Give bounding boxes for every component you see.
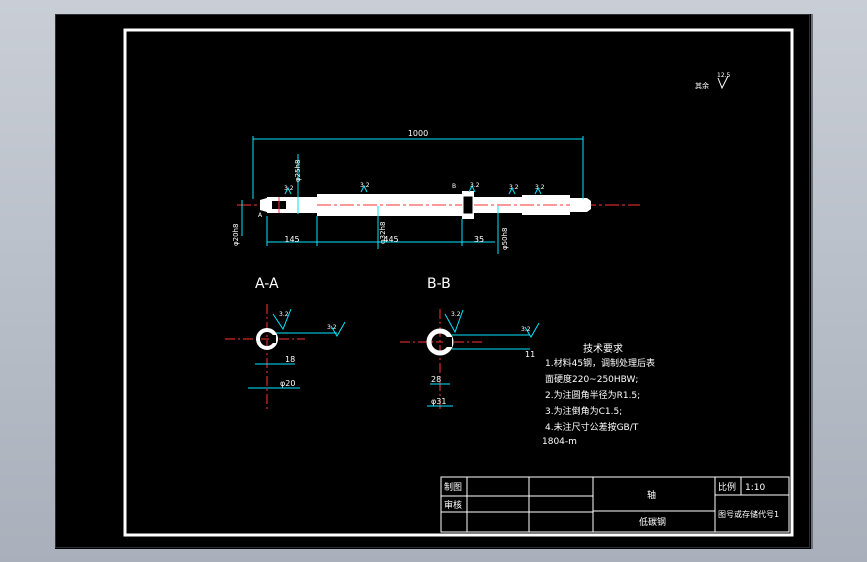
tech-line: 3.为注倒角为C1.5;: [545, 405, 622, 417]
section-mark-b: B: [452, 183, 456, 190]
roughness-value: 3.2: [284, 185, 294, 192]
dim-aa-18-text: 18: [285, 355, 295, 364]
surface-finish-note: 其余 12.5: [695, 72, 731, 90]
roughness-icon: [534, 186, 542, 195]
tb-part-name: 轴: [647, 489, 656, 501]
dim-bb-28-text: 28: [431, 375, 441, 384]
cad-drawing: 其余 12.5 1000 φ25h8 φ20h8 φ: [55, 14, 810, 548]
tb-checked-label: 审核: [444, 499, 462, 511]
dim-overall-text: 1000: [408, 129, 428, 138]
surface-finish-value: 12.5: [717, 72, 731, 79]
dim-d25-text: φ25h8: [294, 160, 302, 182]
section-bb-keyway: [443, 337, 452, 347]
dim-445-text: 445: [383, 235, 398, 244]
dim-bb-31-text: φ31: [431, 397, 446, 406]
roughness-symbol-icon: [717, 75, 729, 90]
tech-line: 1804-m: [542, 437, 577, 447]
dim-d32-text: φ32h8: [379, 222, 387, 244]
section-aa-title: A-A: [255, 276, 279, 292]
section-bb-roughness-value: 3.2: [451, 311, 461, 318]
tech-line: 面硬度220~250HBW;: [545, 373, 638, 385]
tech-line: 1.材料45钢，调制处理后表: [545, 357, 655, 369]
dim-145-text: 145: [284, 235, 299, 244]
dim-aa-20-text: φ20: [280, 379, 295, 388]
shaft-left-end: [260, 198, 267, 212]
roughness-icon: [284, 186, 292, 195]
section-bb-roughness-value-2: 3.2: [521, 326, 531, 333]
section-aa-keyway: [269, 335, 276, 343]
tech-line: 4.未注尺寸公差按GB/T: [545, 421, 639, 433]
tb-drawing-no: 图号或存储代号1: [718, 509, 779, 519]
shaft-roughness-marks: 3.2 3.2 3.2 3.2 3.2: [284, 182, 545, 195]
section-aa-roughness-value: 3.2: [279, 311, 289, 318]
tech-requirements: 技术要求 1.材料45钢，调制处理后表 面硬度220~250HBW; 2.为注圆…: [542, 342, 655, 447]
dim-35-text: 35: [474, 235, 484, 244]
tech-requirements-title: 技术要求: [583, 342, 623, 355]
title-block: [440, 476, 790, 533]
outer-frame: [123, 28, 794, 537]
shaft-right-end: [570, 198, 591, 212]
drawing-viewport[interactable]: 其余 12.5 1000 φ25h8 φ20h8 φ: [55, 14, 813, 549]
shaft-main-view: 1000 φ25h8 φ20h8 φ32h8 φ50h8 145 445 35 …: [232, 129, 640, 254]
roughness-icon: [508, 186, 516, 195]
title-block-text: 制图 审核 轴 比例 1:10 图号或存储代号1 低碳钢: [444, 481, 779, 528]
section-bb-view: B-B 3.2 3.2 11 28 φ31: [400, 276, 540, 409]
section-bb-title: B-B: [427, 276, 451, 292]
tech-line: 2.为注圆角半径为R1.5;: [545, 389, 640, 401]
tb-material: 低碳钢: [639, 516, 666, 528]
tb-drawn-label: 制图: [444, 481, 462, 493]
dim-d50-text: φ50h8: [501, 228, 509, 250]
dim-bb-11-text: 11: [525, 350, 535, 359]
dim-d20-text: φ20h8: [232, 224, 240, 246]
tb-scale-label: 比例: [718, 481, 736, 493]
roughness-icon: [444, 309, 464, 334]
surface-finish-label: 其余: [695, 81, 709, 90]
roughness-icon: [272, 308, 292, 331]
roughness-icon: [468, 184, 476, 193]
roughness-icon: [330, 321, 346, 337]
roughness-value: 3.2: [360, 182, 370, 189]
title-block-frame: [440, 476, 790, 533]
keyway-b: [462, 195, 474, 215]
section-mark-a: A: [258, 212, 263, 219]
roughness-value: 3.2: [535, 184, 545, 191]
roughness-value: 3.2: [470, 182, 480, 189]
viewport-border: [55, 14, 810, 548]
section-aa-roughness-value-2: 3.2: [327, 324, 337, 331]
section-aa-view: A-A 3.2 3.2 18 φ20: [225, 276, 346, 409]
roughness-value: 3.2: [509, 184, 519, 191]
tb-scale-value: 1:10: [745, 483, 765, 493]
roughness-icon: [524, 322, 540, 338]
roughness-icon: [360, 184, 368, 193]
